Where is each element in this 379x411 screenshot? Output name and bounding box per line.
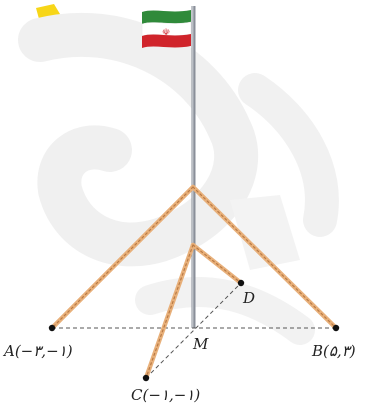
rope-to-A-stitch [51,186,194,329]
label-D: D [242,289,255,307]
ropes [49,184,339,381]
dashed-lines [52,282,336,379]
iran-flag-icon: ☫ [141,10,192,48]
label-B: B(۵,۳) [311,342,356,360]
rope-to-C-stitch [145,244,194,379]
point-A [48,324,56,332]
flag-pole [191,6,196,328]
point-D [237,279,245,287]
points [48,279,340,382]
rope-to-D-stitch [192,244,242,284]
flag-emblem: ☫ [162,28,170,38]
label-C: C(−۱,−۱) [131,386,200,404]
flag-pole-highlight [192,6,194,328]
rope-to-B-stitch [192,186,337,329]
dashed-line-CD [145,282,242,379]
point-B [332,324,340,332]
watermark-logo [18,4,339,345]
label-M: M [192,335,209,353]
label-A: A(−۳,−۱) [2,342,73,360]
point-C [142,374,150,382]
